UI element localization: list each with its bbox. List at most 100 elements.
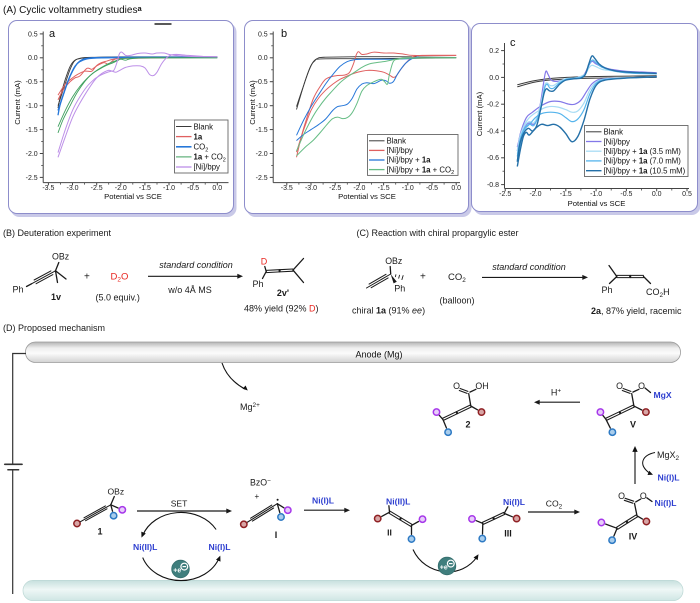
svg-text:-0.6: -0.6 (487, 155, 499, 162)
svg-text:[Ni]/bpy: [Ni]/bpy (604, 137, 631, 146)
svg-text:SET: SET (171, 499, 188, 509)
svg-text:-1.0: -1.0 (402, 185, 414, 192)
svg-text:O: O (640, 491, 647, 501)
svg-text:-0.5: -0.5 (620, 191, 632, 198)
svg-text:(balloon): (balloon) (440, 296, 475, 306)
svg-text:[Ni]/bpy + 1a (7.0 mM): [Ni]/bpy + 1a (7.0 mM) (604, 157, 682, 166)
svg-text:0.5: 0.5 (258, 31, 268, 38)
svg-text:Potential vs SCE: Potential vs SCE (338, 192, 396, 201)
svg-text:-1.0: -1.0 (590, 191, 602, 198)
svg-text:Ph: Ph (602, 285, 613, 295)
svg-text:II: II (387, 528, 392, 538)
svg-text:c: c (510, 37, 516, 49)
svg-text:OBz: OBz (108, 487, 125, 497)
svg-text:H+: H+ (551, 387, 562, 397)
svg-text:-2.5: -2.5 (26, 175, 38, 182)
svg-text:IV: IV (629, 532, 638, 542)
svg-text:Ni(II)L: Ni(II)L (386, 496, 410, 506)
svg-text:(B) Deuteration experiment: (B) Deuteration experiment (3, 228, 112, 238)
svg-text:0.0: 0.0 (258, 55, 268, 62)
svg-text:-3.0: -3.0 (66, 185, 78, 192)
svg-text:a: a (49, 28, 56, 40)
svg-text:-0.4: -0.4 (487, 128, 499, 135)
svg-text:-1.0: -1.0 (163, 185, 175, 192)
svg-text:Ni(I)L: Ni(I)L (503, 497, 525, 507)
svg-text:III: III (504, 529, 512, 539)
svg-text:-0.5: -0.5 (26, 79, 38, 86)
svg-text:2a, 87% yield, racemic: 2a, 87% yield, racemic (591, 306, 682, 316)
svg-text:Ni(I)L: Ni(I)L (655, 498, 677, 508)
svg-text:MgX: MgX (654, 390, 672, 400)
svg-text:CO2: CO2 (194, 142, 209, 153)
svg-text:-3.5: -3.5 (42, 185, 54, 192)
svg-text:+e: +e (440, 565, 448, 572)
svg-text:0.0: 0.0 (652, 191, 662, 198)
svg-text:0.0: 0.0 (28, 55, 38, 62)
svg-text:BzO−: BzO− (250, 477, 271, 487)
svg-text:+e: +e (173, 568, 181, 575)
svg-text:Current (mA): Current (mA) (13, 80, 22, 125)
svg-text:-2.0: -2.0 (353, 185, 365, 192)
svg-text:Blank: Blank (194, 122, 214, 131)
svg-text:chiral 1a (91% ee): chiral 1a (91% ee) (352, 306, 425, 316)
svg-text:-2.5: -2.5 (499, 191, 511, 198)
svg-text:Ph: Ph (13, 285, 24, 295)
svg-text:-2.0: -2.0 (26, 151, 38, 158)
svg-text:Ni(II)L: Ni(II)L (133, 542, 157, 552)
svg-text:Ph: Ph (253, 279, 264, 289)
svg-text:I: I (275, 530, 278, 540)
svg-text:MgX2: MgX2 (657, 450, 680, 462)
svg-text:-1.5: -1.5 (378, 185, 390, 192)
svg-text:-2.5: -2.5 (256, 175, 268, 182)
svg-text:0.2: 0.2 (489, 48, 499, 55)
svg-text:O: O (618, 491, 625, 501)
svg-text:-2.0: -2.0 (529, 191, 541, 198)
svg-text:(5.0 equiv.): (5.0 equiv.) (96, 293, 140, 303)
svg-text:Ph: Ph (394, 284, 405, 294)
svg-text:Current (mA): Current (mA) (475, 91, 484, 136)
svg-text:Blank: Blank (387, 137, 407, 146)
svg-text:CO2: CO2 (546, 499, 563, 511)
svg-text:0.0: 0.0 (489, 75, 499, 82)
svg-text:Ni(I)L: Ni(I)L (312, 496, 334, 506)
svg-text:-0.5: -0.5 (426, 185, 438, 192)
svg-text:O: O (638, 381, 645, 391)
svg-text:1: 1 (97, 527, 102, 537)
svg-text:2: 2 (465, 420, 470, 430)
svg-text:+: + (420, 272, 426, 283)
svg-text:O: O (453, 381, 460, 391)
svg-text:-2.0: -2.0 (256, 151, 268, 158)
svg-text:Blank: Blank (604, 128, 624, 137)
svg-text:CO2: CO2 (448, 272, 466, 284)
svg-text:-1.5: -1.5 (256, 127, 268, 134)
svg-text:standard condition: standard condition (159, 260, 233, 270)
svg-text:0.0: 0.0 (451, 185, 461, 192)
svg-text:O: O (616, 381, 623, 391)
svg-text:-0.2: -0.2 (487, 102, 499, 109)
svg-text:+: + (255, 492, 260, 501)
svg-text:-1.0: -1.0 (26, 103, 38, 110)
svg-text:2v': 2v' (277, 288, 289, 298)
svg-text:[Ni]/bpy + 1a (10.5 mM): [Ni]/bpy + 1a (10.5 mM) (604, 166, 686, 175)
svg-text:0.0: 0.0 (212, 185, 222, 192)
svg-text:D: D (261, 257, 268, 267)
svg-text:[Ni]/bpy + 1a: [Ni]/bpy + 1a (387, 156, 432, 165)
svg-text:-0.5: -0.5 (256, 79, 268, 86)
svg-text:Anode (Mg): Anode (Mg) (355, 349, 402, 359)
svg-text:OH: OH (475, 381, 488, 391)
svg-text:[Ni]/bpy + 1a + CO2: [Ni]/bpy + 1a + CO2 (387, 165, 455, 176)
svg-text:[Ni]/bpy + 1a (3.5 mM): [Ni]/bpy + 1a (3.5 mM) (604, 147, 682, 156)
svg-text:OBz: OBz (52, 252, 69, 262)
svg-text:-3.5: -3.5 (281, 185, 293, 192)
svg-text:Potential vs SCE: Potential vs SCE (568, 199, 626, 208)
svg-text:Current (mA): Current (mA) (248, 80, 257, 125)
svg-text:-0.5: -0.5 (187, 185, 199, 192)
svg-text:[Ni]/bpy: [Ni]/bpy (387, 146, 414, 155)
svg-text:-2.0: -2.0 (115, 185, 127, 192)
svg-text:CO2H: CO2H (646, 287, 670, 299)
svg-text:-2.5: -2.5 (91, 185, 103, 192)
svg-text:standard condition: standard condition (492, 262, 566, 272)
svg-text:-3.0: -3.0 (305, 185, 317, 192)
svg-text:0.5: 0.5 (682, 191, 692, 198)
svg-text:Potential vs SCE: Potential vs SCE (104, 192, 162, 201)
